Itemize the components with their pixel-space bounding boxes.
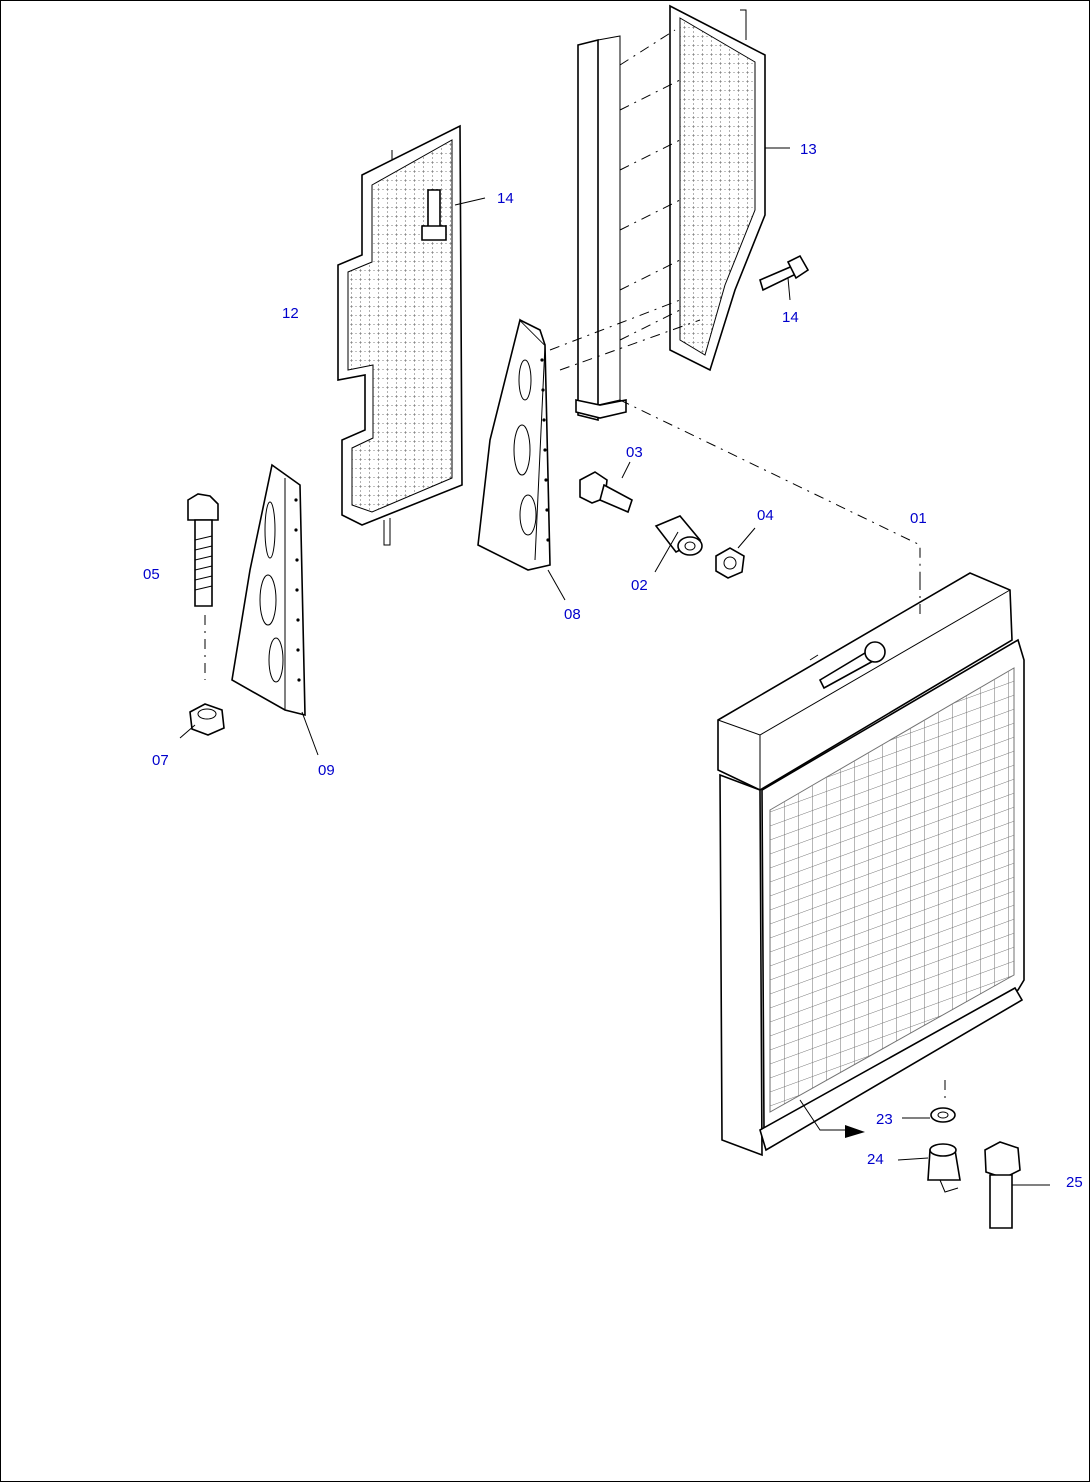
callouts: 13 14 12 14 03 04 01 05 02 08 07 09 23 2… bbox=[143, 141, 1083, 1191]
part-13-side-screen bbox=[549, 4, 766, 422]
part-07-nut bbox=[189, 703, 225, 736]
callout-23: 23 bbox=[876, 1111, 893, 1128]
part-12-screen-panel bbox=[337, 124, 463, 546]
callout-12: 12 bbox=[282, 305, 299, 322]
callout-07: 07 bbox=[152, 752, 169, 769]
callout-14-upper: 14 bbox=[497, 190, 514, 207]
part-08-bracket bbox=[477, 318, 551, 571]
callout-25: 25 bbox=[1066, 1174, 1083, 1191]
part-04-nut bbox=[715, 547, 745, 579]
callout-09: 09 bbox=[318, 762, 335, 779]
callout-04: 04 bbox=[757, 507, 774, 524]
part-14-bolt-left bbox=[421, 189, 447, 241]
part-24-drain-plug bbox=[927, 1143, 961, 1193]
part-23-washer bbox=[930, 1080, 956, 1123]
callout-01: 01 bbox=[910, 510, 927, 527]
callout-03: 03 bbox=[626, 444, 643, 461]
part-09-bracket bbox=[231, 463, 306, 717]
part-25-hose bbox=[984, 1141, 1021, 1229]
part-14-bolt-right bbox=[759, 254, 810, 292]
callout-08: 08 bbox=[564, 606, 581, 623]
part-09-holes bbox=[294, 498, 301, 682]
callout-05: 05 bbox=[143, 566, 160, 583]
part-03-bolt bbox=[579, 471, 633, 514]
callout-13: 13 bbox=[800, 141, 817, 158]
leader-lines bbox=[179, 147, 1050, 1186]
part-02-spacer bbox=[654, 515, 703, 556]
part-01-radiator bbox=[717, 572, 1025, 1157]
part-05-long-bolt bbox=[187, 493, 219, 680]
part-08-holes bbox=[540, 358, 550, 542]
callout-02: 02 bbox=[631, 577, 648, 594]
alignment-line bbox=[619, 399, 921, 580]
callout-24: 24 bbox=[867, 1151, 884, 1168]
callout-14-right: 14 bbox=[782, 309, 799, 326]
